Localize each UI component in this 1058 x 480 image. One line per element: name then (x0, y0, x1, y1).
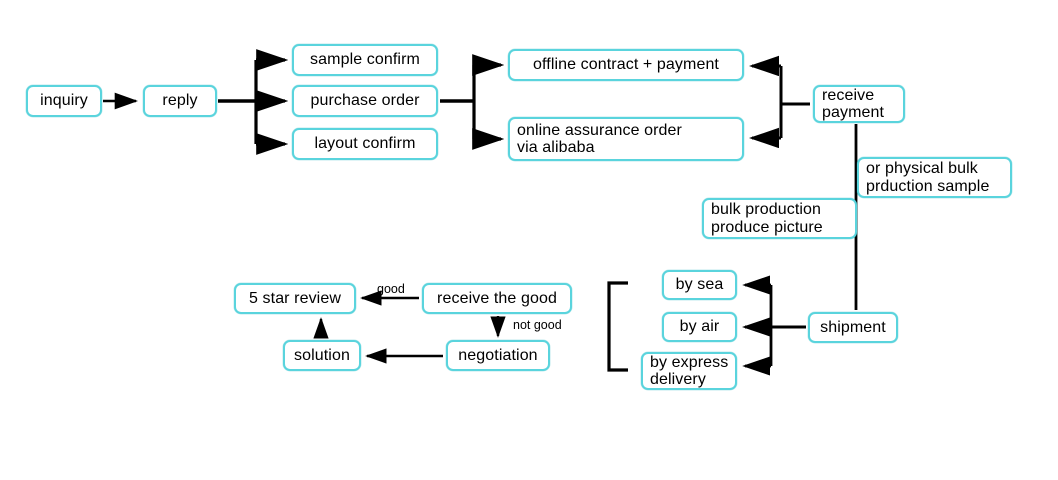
node-by-sea[interactable]: by sea (662, 270, 737, 300)
node-inquiry[interactable]: inquiry (26, 85, 102, 117)
node-receive-the-good[interactable]: receive the good (422, 283, 572, 314)
node-by-air[interactable]: by air (662, 312, 737, 342)
node-sample-confirm[interactable]: sample confirm (292, 44, 438, 76)
node-solution[interactable]: solution (283, 340, 361, 371)
edge-label-good: good (377, 282, 405, 296)
node-bulk-production[interactable]: bulk production produce picture (702, 198, 857, 239)
node-physical-sample[interactable]: or physical bulk prduction sample (857, 157, 1012, 198)
shipping-modes-bracket (607, 281, 628, 372)
node-negotiation[interactable]: negotiation (446, 340, 550, 371)
node-reply[interactable]: reply (143, 85, 217, 117)
node-receive-payment[interactable]: receive payment (813, 85, 905, 123)
node-layout-confirm[interactable]: layout confirm (292, 128, 438, 160)
node-purchase-order[interactable]: purchase order (292, 85, 438, 117)
node-offline-contract[interactable]: offline contract + payment (508, 49, 744, 81)
node-online-assurance[interactable]: online assurance order via alibaba (508, 117, 744, 161)
node-shipment[interactable]: shipment (808, 312, 898, 343)
edge-label-not-good: not good (513, 318, 562, 332)
node-five-star-review[interactable]: 5 star review (234, 283, 356, 314)
node-by-express[interactable]: by express delivery (641, 352, 737, 390)
